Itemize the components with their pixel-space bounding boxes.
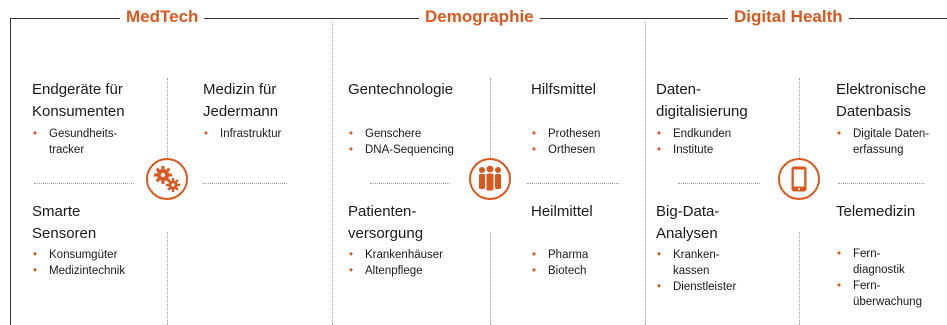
list-item: Dienstleister	[656, 279, 736, 295]
quadrant-title-line: Telemedizin	[836, 203, 916, 220]
list-item: Altenpflege	[348, 263, 443, 279]
list-item: Endkunden	[656, 126, 731, 142]
bullet-list: Kranken- kassen Dienstleister	[656, 247, 736, 295]
list-item: Digitale Daten- erfassung	[836, 126, 929, 158]
quadrant-title-line: Sensoren	[32, 225, 97, 242]
quadrant-title: Elektronische Datenbasis	[836, 79, 926, 123]
section-title-demographie: Demographie	[419, 7, 540, 27]
list-item: Pharma	[531, 247, 588, 263]
quadrant-divider	[203, 183, 287, 184]
people-icon	[469, 158, 511, 200]
list-item: Prothesen	[531, 126, 600, 142]
quadrant-title-line: Gentechnologie	[348, 81, 454, 98]
quadrant-divider	[799, 78, 800, 168]
quadrant-title: Endgeräte für Konsumenten	[32, 79, 125, 123]
bullet-list: Digitale Daten- erfassung	[836, 126, 929, 158]
list-item: Fern- diagnostik	[836, 246, 922, 278]
quadrant-divider	[370, 183, 450, 184]
quadrant-title: Hilfsmittel	[531, 79, 596, 101]
quadrant-title-line: Daten-	[656, 81, 702, 98]
quadrant-title-line: Konsumenten	[32, 103, 125, 120]
quadrant-title-line: Endgeräte für	[32, 81, 123, 98]
quadrant-title-line: Analysen	[656, 225, 718, 242]
people-icon	[479, 165, 501, 191]
quadrant-title-line: versorgung	[348, 225, 424, 242]
list-item: Kranken- kassen	[656, 247, 736, 279]
list-item: Genschere	[348, 126, 454, 142]
quadrant-title-line: Elektronische	[836, 81, 927, 98]
gears-icon	[146, 158, 188, 200]
quadrant-title: Heilmittel	[531, 201, 593, 223]
quadrant-title-line: Smarte	[32, 203, 81, 220]
quadrant-title: Medizin für Jedermann	[203, 79, 278, 123]
list-item: Gesundheits- tracker	[32, 126, 117, 158]
quadrant-title: Gentechnologie	[348, 79, 453, 101]
section-title-medtech: MedTech	[120, 7, 205, 27]
list-item: DNA-Sequencing	[348, 142, 454, 158]
bullet-list: Prothesen Orthesen	[531, 126, 600, 158]
quadrant-title-line: Patienten-	[348, 203, 417, 220]
quadrant-divider	[34, 183, 134, 184]
quadrant-title-line: Jedermann	[203, 103, 279, 120]
list-item: Fern- überwachung	[836, 278, 922, 310]
bullet-list: Konsumgüter Medizintechnik	[32, 247, 125, 279]
tablet-icon	[791, 166, 807, 192]
quadrant-title: Big-Data- Analysen	[656, 201, 719, 245]
quadrant-divider	[167, 232, 168, 325]
quadrant-divider	[527, 183, 619, 184]
quadrant-divider	[490, 232, 491, 325]
quadrant-divider	[838, 183, 924, 184]
quadrant-divider	[799, 232, 800, 325]
frame-left-edge	[10, 18, 11, 325]
quadrant-divider	[167, 78, 168, 168]
quadrant-title-line: Datenbasis	[836, 103, 912, 120]
quadrant-title-line: Medizin für	[203, 81, 277, 98]
list-item: Biotech	[531, 263, 588, 279]
section-title-digital-health: Digital Health	[728, 7, 849, 27]
list-item: Medizintechnik	[32, 263, 125, 279]
quadrant-title-line: Heilmittel	[531, 203, 593, 220]
quadrant-title-line: Big-Data-	[656, 203, 720, 220]
quadrant-title: Telemedizin	[836, 201, 915, 223]
list-item: Orthesen	[531, 142, 600, 158]
bullet-list: Pharma Biotech	[531, 247, 588, 279]
quadrant-title: Smarte Sensoren	[32, 201, 96, 245]
bullet-list: Infrastruktur	[203, 126, 281, 142]
quadrant-title: Patienten- versorgung	[348, 201, 423, 245]
bullet-list: Krankenhäuser Altenpflege	[348, 247, 443, 279]
section-divider	[332, 22, 333, 325]
list-item: Institute	[656, 142, 731, 158]
quadrant-title-line: digitalisierung	[656, 103, 748, 120]
quadrant-title-line: Hilfsmittel	[531, 81, 597, 98]
quadrant-divider	[678, 183, 760, 184]
quadrant-title: Daten- digitalisierung	[656, 79, 748, 123]
bullet-list: Fern- diagnostik Fern- überwachung	[836, 246, 922, 310]
list-item: Konsumgüter	[32, 247, 125, 263]
tablet-icon	[778, 158, 820, 200]
bullet-list: Endkunden Institute	[656, 126, 731, 158]
list-item: Infrastruktur	[203, 126, 281, 142]
list-item: Krankenhäuser	[348, 247, 443, 263]
bullet-list: Genschere DNA-Sequencing	[348, 126, 454, 158]
section-divider	[645, 22, 646, 325]
quadrant-divider	[490, 78, 491, 168]
gears-icon	[154, 166, 180, 192]
bullet-list: Gesundheits- tracker	[32, 126, 117, 158]
